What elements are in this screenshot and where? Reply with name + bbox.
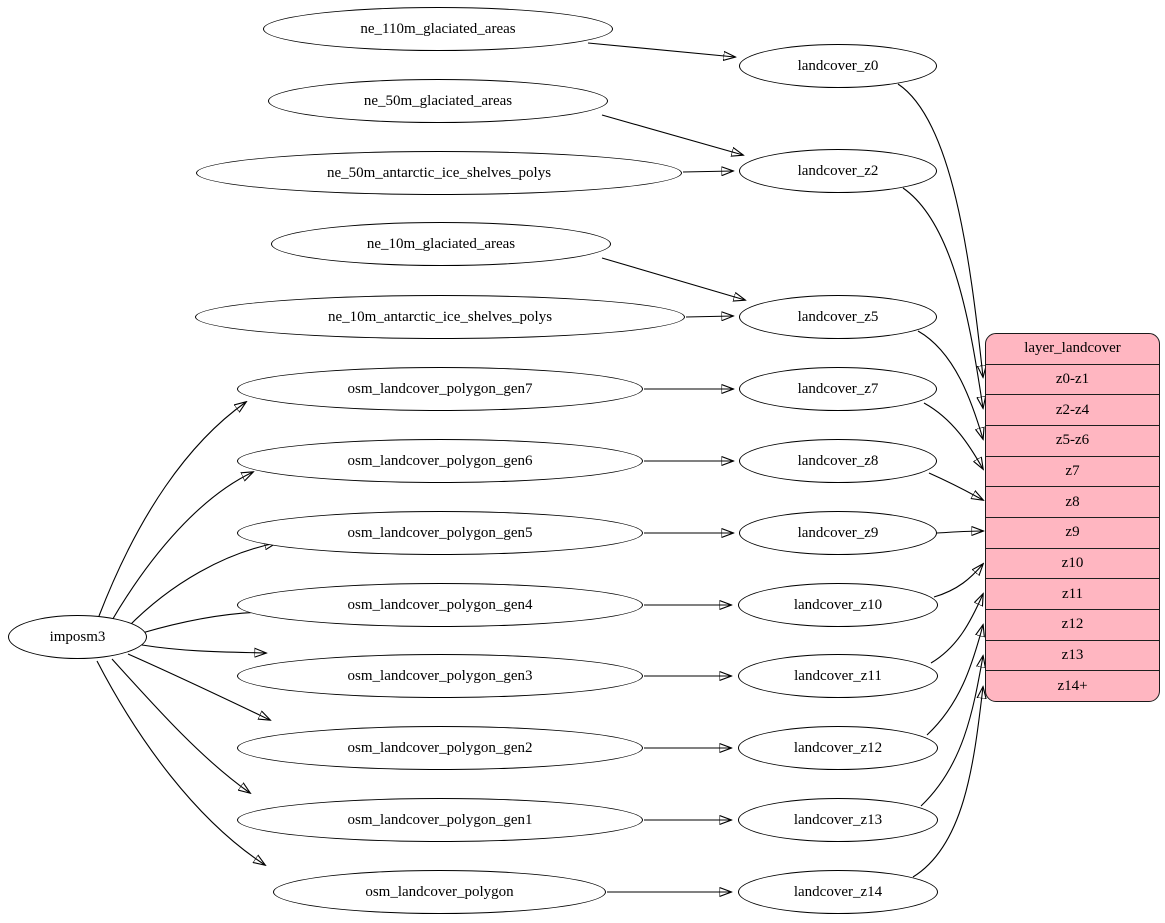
edge-landcover-z5-to-row-z5-z6 bbox=[917, 330, 983, 439]
node-label: osm_landcover_polygon_gen5 bbox=[347, 524, 533, 541]
node-osm-landcover-polygon-gen6: osm_landcover_polygon_gen6 bbox=[237, 439, 643, 483]
node-label: landcover_z14 bbox=[793, 883, 883, 900]
node-label: landcover_z7 bbox=[797, 380, 879, 397]
node-label: osm_landcover_polygon_gen6 bbox=[347, 452, 533, 469]
table-row-z0-z1: z0-z1 bbox=[986, 363, 1159, 395]
node-label: landcover_z13 bbox=[793, 811, 883, 828]
node-label: osm_landcover_polygon_gen7 bbox=[347, 380, 533, 397]
edge-imposm3-to-gen2 bbox=[127, 653, 270, 720]
node-landcover-z12: landcover_z12 bbox=[738, 726, 938, 770]
node-label: landcover_z9 bbox=[797, 524, 879, 541]
layer-landcover-table: layer_landcover z0-z1 z2-z4 z5-z6 z7 z8 … bbox=[985, 333, 1160, 702]
table-row-z2-z4: z2-z4 bbox=[986, 394, 1159, 425]
edge-imposm3-to-gen3 bbox=[141, 644, 266, 653]
node-landcover-z0: landcover_z0 bbox=[739, 44, 937, 88]
edge-landcover-z9-to-row-z9 bbox=[936, 531, 983, 533]
edge-ne110m-to-landcover-z0 bbox=[587, 42, 735, 57]
node-label: osm_landcover_polygon bbox=[365, 883, 514, 900]
node-label: landcover_z5 bbox=[797, 308, 879, 325]
layer-landcover-table-title: layer_landcover bbox=[1024, 340, 1121, 357]
edge-ne50m-glaciated-to-landcover-z2 bbox=[601, 114, 743, 155]
edge-imposm3-to-polygon bbox=[96, 660, 265, 865]
table-row-z8: z8 bbox=[986, 486, 1159, 517]
edge-landcover-z10-to-row-z10 bbox=[933, 564, 983, 598]
node-label: landcover_z11 bbox=[794, 667, 882, 684]
node-label: landcover_z10 bbox=[793, 596, 883, 613]
edge-imposm3-to-gen1 bbox=[111, 658, 250, 793]
node-imposm3-label: imposm3 bbox=[49, 628, 106, 645]
node-label: ne_10m_glaciated_areas bbox=[366, 235, 516, 252]
node-landcover-z7: landcover_z7 bbox=[739, 367, 937, 411]
node-imposm3: imposm3 bbox=[8, 615, 147, 659]
node-ne-10m-antarctic-ice-shelves-polys: ne_10m_antarctic_ice_shelves_polys bbox=[195, 295, 685, 339]
node-label: ne_110m_glaciated_areas bbox=[360, 20, 516, 37]
table-row-z9: z9 bbox=[986, 517, 1159, 548]
node-landcover-z9: landcover_z9 bbox=[739, 511, 937, 555]
node-osm-landcover-polygon-gen1: osm_landcover_polygon_gen1 bbox=[237, 798, 643, 842]
edge-landcover-z0-to-row-z0-z1 bbox=[897, 83, 983, 377]
edge-landcover-z7-to-row-z7 bbox=[923, 402, 983, 469]
node-ne-50m-antarctic-ice-shelves-polys: ne_50m_antarctic_ice_shelves_polys bbox=[196, 151, 682, 195]
node-label: osm_landcover_polygon_gen2 bbox=[347, 739, 533, 756]
node-ne-110m-glaciated-areas: ne_110m_glaciated_areas bbox=[263, 7, 613, 51]
edge-ne10m-glaciated-to-landcover-z5 bbox=[601, 257, 745, 300]
node-landcover-z14: landcover_z14 bbox=[738, 870, 938, 914]
node-landcover-z11: landcover_z11 bbox=[738, 654, 938, 698]
node-osm-landcover-polygon-gen7: osm_landcover_polygon_gen7 bbox=[237, 367, 643, 411]
table-row-z14plus: z14+ bbox=[986, 670, 1159, 701]
node-osm-landcover-polygon-gen3: osm_landcover_polygon_gen3 bbox=[237, 654, 643, 698]
edge-imposm3-to-gen6 bbox=[110, 472, 253, 623]
edge-landcover-z13-to-row-z13 bbox=[920, 656, 983, 807]
node-label: osm_landcover_polygon_gen4 bbox=[347, 596, 533, 613]
table-row-z11: z11 bbox=[986, 578, 1159, 609]
node-osm-landcover-polygon-gen2: osm_landcover_polygon_gen2 bbox=[237, 726, 643, 770]
edge-landcover-z2-to-row-z2-z4 bbox=[902, 187, 983, 408]
node-osm-landcover-polygon-gen5: osm_landcover_polygon_gen5 bbox=[237, 511, 643, 555]
node-label: landcover_z0 bbox=[797, 57, 879, 74]
table-row-z12: z12 bbox=[986, 609, 1159, 640]
node-landcover-z13: landcover_z13 bbox=[738, 798, 938, 842]
edge-landcover-z12-to-row-z12 bbox=[926, 625, 983, 736]
table-row-z10: z10 bbox=[986, 547, 1159, 579]
table-row-z7: z7 bbox=[986, 455, 1159, 487]
edge-landcover-z11-to-row-z11 bbox=[930, 594, 983, 664]
edge-imposm3-to-gen5 bbox=[126, 543, 276, 629]
node-landcover-z2: landcover_z2 bbox=[739, 149, 937, 193]
node-ne-50m-glaciated-areas: ne_50m_glaciated_areas bbox=[268, 79, 608, 123]
node-label: landcover_z2 bbox=[797, 162, 879, 179]
node-label: osm_landcover_polygon_gen1 bbox=[347, 811, 533, 828]
node-label: ne_10m_antarctic_ice_shelves_polys bbox=[327, 308, 553, 325]
edge-imposm3-to-gen4 bbox=[141, 612, 278, 634]
node-label: landcover_z12 bbox=[793, 739, 883, 756]
node-landcover-z5: landcover_z5 bbox=[739, 295, 937, 339]
node-osm-landcover-polygon-gen4: osm_landcover_polygon_gen4 bbox=[237, 583, 643, 627]
table-row-z13: z13 bbox=[986, 639, 1159, 671]
edge-landcover-z8-to-row-z8 bbox=[928, 472, 983, 500]
table-row-z5-z6: z5-z6 bbox=[986, 425, 1159, 456]
edge-ne50m-antarctic-to-landcover-z2 bbox=[682, 171, 733, 172]
node-landcover-z10: landcover_z10 bbox=[738, 583, 938, 627]
node-ne-10m-glaciated-areas: ne_10m_glaciated_areas bbox=[271, 222, 611, 266]
node-label: landcover_z8 bbox=[797, 452, 879, 469]
edge-landcover-z14-to-row-z14 bbox=[912, 687, 983, 878]
node-label: ne_50m_antarctic_ice_shelves_polys bbox=[326, 164, 552, 181]
node-landcover-z8: landcover_z8 bbox=[739, 439, 937, 483]
node-osm-landcover-polygon: osm_landcover_polygon bbox=[273, 870, 606, 914]
edge-ne10m-antarctic-to-landcover-z5 bbox=[685, 316, 733, 317]
edge-imposm3-to-gen7 bbox=[98, 402, 246, 617]
node-label: ne_50m_glaciated_areas bbox=[363, 92, 513, 109]
node-label: osm_landcover_polygon_gen3 bbox=[347, 667, 533, 684]
